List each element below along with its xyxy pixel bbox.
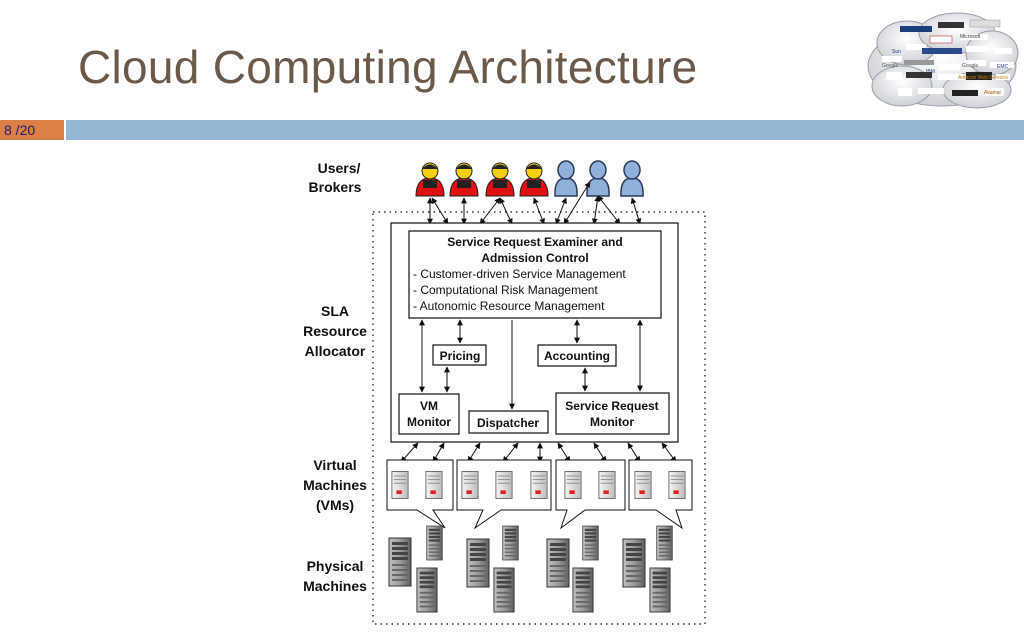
logo-label-sun: Sun (892, 49, 901, 55)
accounting-box: Accounting (537, 344, 617, 367)
user-icon (519, 162, 549, 197)
layer-label-users: Users/ Brokers (309, 160, 362, 195)
physical-server-icon (572, 567, 594, 613)
user-icon (449, 162, 479, 197)
page-number: 8 /20 (0, 120, 64, 140)
logo-label-ibm: IBM (926, 69, 935, 75)
physical-server-icon (426, 525, 443, 561)
title-accent-bar (66, 120, 1024, 140)
physical-server-icon (502, 525, 519, 561)
user-broker-icons (415, 160, 644, 197)
layer-label-physical: Physical Machines (303, 558, 367, 594)
vm-server-icon (564, 471, 582, 499)
examiner-item: - Computational Risk Management (413, 283, 598, 297)
service-request-monitor-box: Service Request Monitor (555, 392, 670, 435)
vm-server-icon (461, 471, 479, 499)
sla-label-line2: Resource (303, 323, 367, 339)
physical-label-line1: Physical (307, 558, 364, 574)
users-label-line2: Brokers (309, 179, 362, 195)
internal-arrows (419, 319, 643, 410)
user-arrows (427, 181, 642, 225)
dispatcher-label: Dispatcher (477, 416, 539, 430)
physical-server-icon (656, 525, 673, 561)
vms-label-line3: (VMs) (316, 497, 354, 513)
layer-label-vms: Virtual Machines (VMs) (303, 457, 367, 513)
physical-machines (388, 525, 673, 613)
dispatcher-box: Dispatcher (468, 410, 549, 434)
examiner-title-line1: Service Request Examiner and (447, 235, 622, 249)
examiner-title-line2: Admission Control (481, 251, 588, 265)
vm-server-icon (391, 471, 409, 499)
vm-monitor-label-line1: VM (420, 399, 438, 413)
examiner-item: - Autonomic Resource Management (413, 299, 605, 313)
broker-icon (620, 160, 644, 197)
logo-label-amazon: Amazon Web Services (958, 75, 1009, 81)
srm-label-line1: Service Request (565, 399, 658, 413)
vms-label-line1: Virtual (313, 457, 356, 473)
physical-server-icon (582, 525, 599, 561)
logo-label-google-2: Google (962, 63, 978, 69)
vm-server-icon (598, 471, 616, 499)
broker-icon (554, 160, 578, 197)
accounting-label: Accounting (544, 349, 610, 363)
physical-server-icon (546, 538, 570, 588)
physical-server-icon (388, 537, 412, 587)
vm-server-icon (495, 471, 513, 499)
service-request-examiner: Service Request Examiner and Admission C… (408, 230, 662, 319)
vm-monitor-box: VM Monitor (398, 393, 460, 435)
physical-server-icon (622, 538, 646, 588)
pricing-box: Pricing (432, 344, 487, 366)
vm-server-icon (425, 471, 443, 499)
layer-label-sla: SLA Resource Allocator (303, 303, 367, 359)
pricing-label: Pricing (440, 349, 481, 363)
vm-monitor-label-line2: Monitor (407, 415, 451, 429)
vm-server-icon (530, 471, 548, 499)
vms-label-line2: Machines (303, 477, 367, 493)
logo-label-emc: EMC (997, 64, 1009, 70)
sla-label-line1: SLA (321, 303, 349, 319)
vendor-logo-labels: Sun Google IBM Microsoft EMC Google Amaz… (882, 34, 1009, 96)
physical-server-icon (466, 538, 490, 588)
logo-label-google: Google (882, 63, 898, 69)
physical-label-line2: Machines (303, 578, 367, 594)
vm-arrows (400, 442, 677, 463)
logo-label-akamai: Akamai (984, 90, 1001, 96)
vm-servers (391, 471, 686, 499)
vendor-logos (882, 19, 1014, 96)
user-icon (415, 162, 445, 197)
user-icon (485, 162, 515, 197)
vendor-logo-cloud: Sun Google IBM Microsoft EMC Google Amaz… (867, 12, 1019, 109)
slide-title: Cloud Computing Architecture (78, 41, 698, 93)
physical-server-icon (416, 567, 438, 613)
physical-server-icon (649, 567, 671, 613)
examiner-item: - Customer-driven Service Management (413, 267, 626, 281)
srm-label-line2: Monitor (590, 415, 634, 429)
vm-server-icon (668, 471, 686, 499)
logo-label-microsoft: Microsoft (960, 34, 981, 40)
physical-server-icon (493, 567, 515, 613)
broker-icon (586, 160, 610, 197)
vm-server-icon (634, 471, 652, 499)
sla-label-line3: Allocator (305, 343, 366, 359)
users-label-line1: Users/ (318, 160, 361, 176)
